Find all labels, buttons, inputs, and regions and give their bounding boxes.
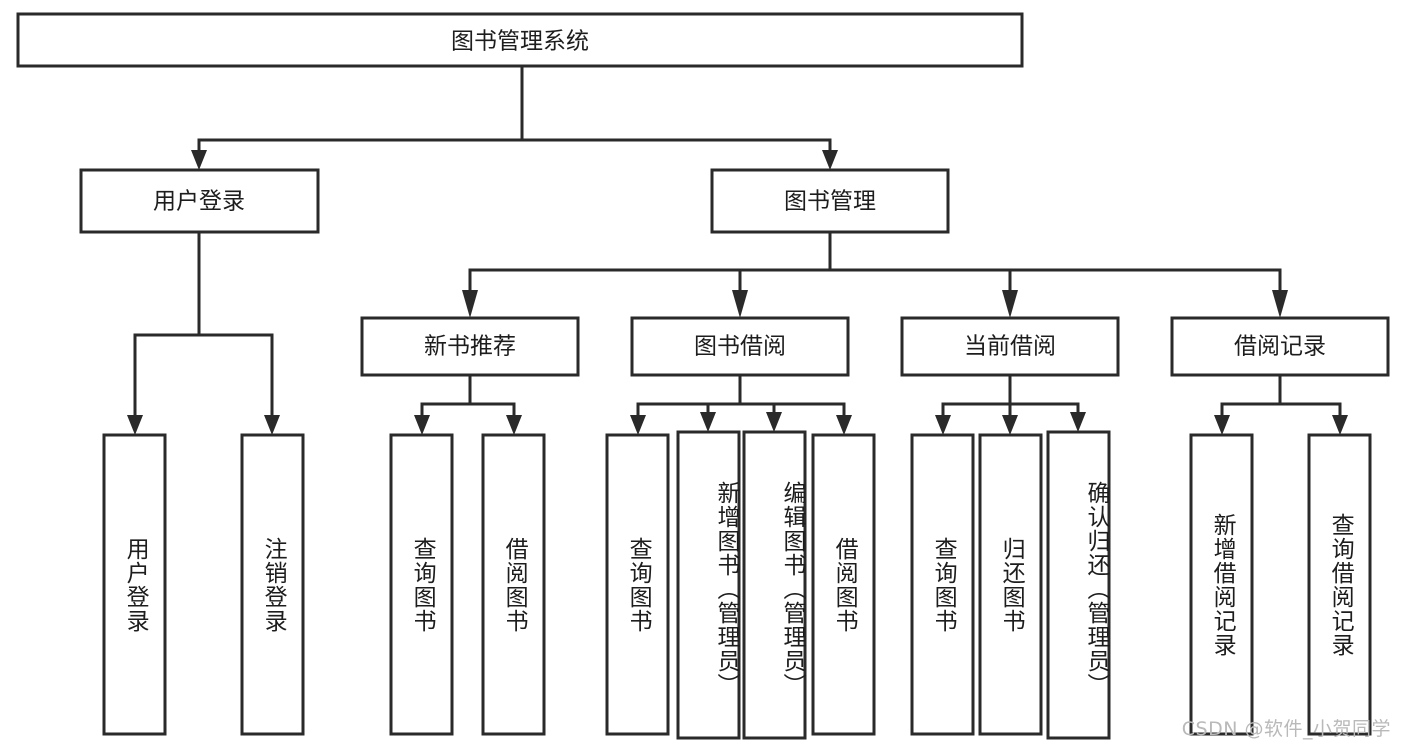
arrowhead-borrow-record [1272,290,1288,318]
arrowhead-leaf-query-book-2 [630,415,646,435]
node-current-borrow-box[interactable] [900,316,1120,377]
node-new-book-recommend-label: 新书推荐 [424,334,516,360]
node-book-manage-box[interactable] [710,168,950,234]
connector-layer [127,64,1348,435]
node-user-login-box[interactable] [79,168,320,234]
node-current-borrow-label: 当前借阅 [964,334,1056,360]
arrowhead-leaf-query-book-3 [935,415,951,435]
node-root-box[interactable] [16,12,1024,68]
arrowhead-new-book-recommend [462,290,478,318]
node-borrow-record-label: 借阅记录 [1234,334,1326,360]
arrowhead-book-borrow [732,290,748,318]
node-borrow-record[interactable]: 借阅记录 [1170,316,1390,377]
watermark-text: CSDN @软件_小贺同学 [1181,718,1391,740]
arrowhead-leaf-confirm-return [1070,412,1086,432]
arrowhead-leaf-add-record [1214,415,1230,435]
node-leaf-query-book-1-box[interactable] [389,433,454,736]
arrowhead-leaf-query-book-1 [414,415,430,435]
node-book-manage[interactable]: 图书管理 [710,168,950,234]
arrowhead-leaf-borrow-book-1 [506,415,522,435]
arrowhead-leaf-return-book [1002,415,1018,435]
node-user-login[interactable]: 用户登录 [79,168,320,234]
node-leaf-return-book-box[interactable] [978,433,1043,736]
node-leaf-query-book-2-box[interactable] [605,433,670,736]
node-new-book-recommend-box[interactable] [360,316,580,377]
arrowhead-current-borrow [1002,290,1018,318]
node-user-login-label: 用户登录 [153,189,245,215]
node-book-manage-label: 图书管理 [784,189,876,215]
node-new-book-recommend[interactable]: 新书推荐 [360,316,580,377]
node-book-borrow-box[interactable] [630,316,850,377]
arrowhead-user-login [191,150,207,170]
node-leaf-confirm-return-box[interactable] [1046,430,1111,740]
node-leaf-query-book-3-box[interactable] [910,433,975,736]
node-root[interactable]: 图书管理系统 [16,12,1024,68]
arrowhead-leaf-borrow-book-2 [836,415,852,435]
node-book-borrow-label: 图书借阅 [694,334,786,360]
node-current-borrow[interactable]: 当前借阅 [900,316,1120,377]
arrowhead-leaf-edit-book [766,412,782,432]
node-leaf-borrow-book-1-box[interactable] [481,433,546,736]
node-leaf-user-login-box[interactable] [102,433,167,736]
node-leaf-edit-book-box[interactable] [742,430,807,740]
arrowhead-leaf-logout-login [264,415,280,435]
node-leaf-add-record-box[interactable] [1189,433,1254,736]
node-leaf-borrow-book-2-box[interactable] [811,433,876,736]
arrowhead-book-manage [822,150,838,170]
node-book-borrow[interactable]: 图书借阅 [630,316,850,377]
node-leaf-logout-login-box[interactable] [240,433,305,736]
node-borrow-record-box[interactable] [1170,316,1390,377]
node-leaf-query-record-box[interactable] [1307,433,1372,736]
node-leaf-add-book-box[interactable] [676,430,741,740]
arrowhead-leaf-add-book [700,412,716,432]
arrowhead-leaf-user-login [127,415,143,435]
arrowhead-leaf-query-record [1332,415,1348,435]
node-root-label: 图书管理系统 [451,29,589,55]
